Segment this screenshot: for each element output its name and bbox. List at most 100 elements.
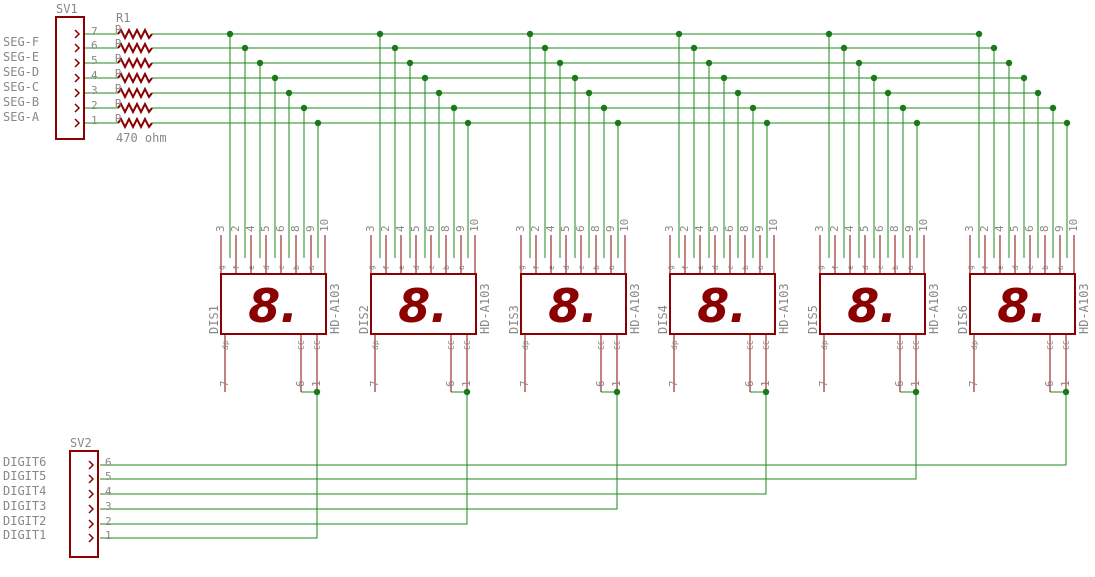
display-top-pin-number: 9: [454, 225, 467, 232]
display-top-pin-name: a: [307, 265, 316, 270]
display-top-pin-number: 5: [409, 225, 422, 232]
display-top-pin-number: 6: [574, 225, 587, 232]
display-top-pin-number: 2: [978, 225, 991, 232]
resistor-zigzag: [117, 56, 153, 70]
sv1-signal-label: SEG-B: [3, 95, 39, 109]
display-bottom-pin-name: dp: [670, 340, 679, 350]
digit-return-wire: [100, 392, 767, 495]
display-top-pin-number: 3: [214, 225, 227, 232]
display-top-pin-number: 2: [379, 225, 392, 232]
resistor-tap-label: R: [115, 97, 122, 110]
sv2-name: SV2: [70, 436, 92, 450]
sv2-body: [69, 450, 99, 558]
display-bottom-pin-number: 6: [743, 380, 756, 387]
sv1-body: [55, 16, 85, 140]
display-top-pin-number: 8: [289, 225, 302, 232]
display-top-pin-name: c: [277, 265, 286, 270]
display-top-pin-name: e: [846, 265, 855, 270]
junction-dot: [464, 119, 472, 127]
resistor-tap-label: R: [115, 82, 122, 95]
display-top-pin-name: b: [292, 265, 301, 270]
display-part-number: HD-A103: [628, 283, 642, 334]
display-top-pin-name: d: [562, 265, 571, 270]
sv2-pin-chevron: [88, 460, 95, 470]
display-top-pin-name: d: [711, 265, 720, 270]
r1-value: 470 ohm: [116, 131, 167, 145]
sv2-signal-label: DIGIT4: [3, 484, 46, 498]
junctions: [226, 30, 1071, 396]
display-top-pin-name: a: [457, 265, 466, 270]
resistor-zigzag: [117, 86, 153, 100]
sv2-pin-number: 4: [105, 485, 112, 498]
display-glyph: 8.: [697, 279, 746, 333]
display-top-pin-number: 2: [828, 225, 841, 232]
sv2-pin-chevron: [88, 489, 95, 499]
resistor-tap-label: R: [115, 67, 122, 80]
display-body: [669, 273, 776, 335]
sv1-signal-label: SEG-A: [3, 110, 40, 124]
digit-return-wire: [100, 392, 917, 480]
display-top-pin-number: 5: [1008, 225, 1021, 232]
display-top-pin-number: 8: [738, 225, 751, 232]
junction-dot: [391, 44, 399, 52]
display-top-pin-number: 6: [1023, 225, 1036, 232]
display-bottom-pin-name: CC: [597, 340, 606, 350]
display-bottom-pin-number: 6: [594, 380, 607, 387]
display-bottom-pin-name: CC: [297, 340, 306, 350]
display-top-pin-name: d: [262, 265, 271, 270]
junction-dot: [526, 30, 534, 38]
sv2-pin-number: 6: [105, 456, 112, 469]
display-part-number: HD-A103: [328, 283, 342, 334]
display-top-pin-number: 8: [589, 225, 602, 232]
display-glyph: 8.: [398, 279, 447, 333]
display-top-pin-number: 9: [903, 225, 916, 232]
display-label: DIS5: [806, 305, 820, 334]
display-top-pin-name: a: [607, 265, 616, 270]
display-top-pin-number: 10: [917, 219, 930, 232]
digit-return-wire: [100, 392, 468, 525]
junction-dot: [585, 89, 593, 97]
display-top-pin-name: a: [756, 265, 765, 270]
junction-dot: [300, 104, 308, 112]
display-top-pin-number: 9: [604, 225, 617, 232]
display-bottom-pin-number: 1: [460, 380, 473, 387]
display-top-pin-number: 10: [1067, 219, 1080, 232]
display-top-pin-number: 4: [993, 225, 1006, 232]
display-part-number: HD-A103: [777, 283, 791, 334]
display-top-pin-number: 8: [439, 225, 452, 232]
sv2-pin-number: 1: [105, 529, 112, 542]
display-bottom-pin-name: dp: [221, 340, 230, 350]
sv1-pin-chevron: [74, 29, 81, 39]
display-top-pin-name: a: [906, 265, 915, 270]
display-top-pin-name: b: [442, 265, 451, 270]
display-top-pin-number: 4: [394, 225, 407, 232]
display-top-pin-name: f: [232, 265, 241, 270]
display-top-pin-name: f: [981, 265, 990, 270]
resistor-zigzag: [117, 27, 153, 41]
display-bottom-pin-name: CC: [762, 340, 771, 350]
junction-dot: [421, 74, 429, 82]
junction-dot: [226, 30, 234, 38]
junction-dot: [406, 59, 414, 67]
display-part-number: HD-A103: [1077, 283, 1091, 334]
sv1-name: SV1: [56, 2, 78, 16]
display-top-pin-name: b: [891, 265, 900, 270]
sv1-pin-number: 3: [91, 84, 98, 97]
sv2-pin-chevron: [88, 533, 95, 543]
display-bottom-pin-name: dp: [970, 340, 979, 350]
sv2-pin-chevron: [88, 504, 95, 514]
display-bottom-pin-number: 1: [610, 380, 623, 387]
junction-dot: [690, 44, 698, 52]
display-body: [220, 273, 327, 335]
display-top-pin-name: b: [1041, 265, 1050, 270]
sv2-pin-chevron: [88, 519, 95, 529]
display-top-pin-number: 4: [244, 225, 257, 232]
digit-return-wire: [100, 392, 618, 510]
display-top-pin-name: g: [666, 265, 675, 270]
junction-dot: [1020, 74, 1028, 82]
sv2-signal-label: DIGIT1: [3, 528, 46, 542]
junction-dot: [855, 59, 863, 67]
display-top-pin-name: c: [876, 265, 885, 270]
display-bottom-pin-number: 1: [1059, 380, 1072, 387]
display-top-pin-name: c: [1026, 265, 1035, 270]
